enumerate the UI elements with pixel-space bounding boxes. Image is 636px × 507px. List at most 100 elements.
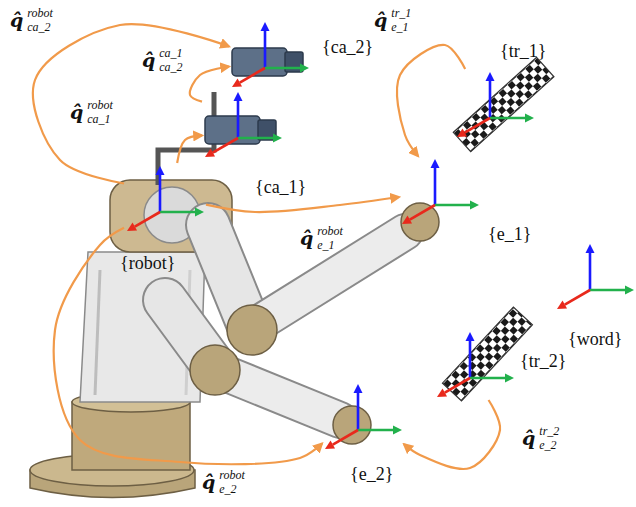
elbow-joint [190, 345, 240, 395]
subscript: ca_2 [159, 61, 182, 75]
x-axis-head [557, 301, 567, 309]
y-axis [160, 211, 195, 214]
y-axis-head [300, 64, 309, 73]
transform-symbol: q̂ [300, 229, 313, 248]
coordinate-frame: {word} [554, 241, 636, 312]
x-axis-head [325, 441, 335, 449]
transform-symbol: q̂ [70, 103, 83, 122]
z-axis [434, 168, 437, 205]
frame-axes [124, 163, 206, 234]
z-axis [237, 101, 240, 138]
y-axis-head [393, 426, 402, 435]
coordinate-frame: {ca_2} [229, 19, 311, 90]
superscript: tr_1 [391, 7, 411, 21]
x-axis-head [437, 389, 447, 397]
z-axis-head [586, 244, 595, 253]
axes-group [232, 22, 309, 87]
z-axis-head [156, 166, 165, 175]
superscript: robot [87, 99, 113, 113]
axes-group [402, 159, 479, 224]
torso-shading [95, 270, 100, 395]
superscript: ca_1 [159, 47, 182, 61]
x-axis [445, 378, 470, 393]
x-axis-head [127, 223, 137, 231]
axes-group [205, 92, 282, 157]
y-axis [358, 429, 393, 432]
transform-label: q̂ robot ca_2 [8, 6, 55, 36]
frame-label: {word} [568, 330, 622, 350]
checkerboard [442, 307, 532, 401]
y-axis [490, 117, 525, 120]
axes-group [457, 72, 534, 137]
y-axis-head [195, 208, 204, 217]
transform-arrow [54, 228, 322, 464]
z-axis [264, 31, 267, 68]
z-axis-head [486, 72, 495, 81]
frame-indices: tr_2 e_2 [539, 425, 559, 453]
z-axis-head [261, 22, 270, 31]
frame-indices: robot ca_2 [27, 7, 53, 35]
x-axis-head [232, 79, 242, 87]
transform-symbol: q̂ [522, 429, 535, 448]
x-axis [565, 290, 590, 305]
coordinate-frame: {e_1} [399, 156, 481, 227]
y-axis-head [470, 201, 479, 210]
y-axis-head [625, 286, 634, 295]
subscript: e_2 [539, 439, 559, 453]
transform-arrow [397, 45, 465, 156]
frame-label: {tr_1} [500, 42, 546, 62]
frame-axes [202, 89, 284, 160]
y-axis [435, 204, 470, 207]
wrist-joint [401, 203, 439, 241]
x-axis [333, 430, 358, 445]
calibration-board [442, 307, 532, 401]
frame-axes [229, 19, 311, 90]
z-axis [357, 393, 360, 430]
frame-indices: robot e_2 [219, 469, 245, 497]
frame-axes [554, 241, 636, 312]
z-axis-head [234, 92, 243, 101]
forearm [222, 372, 340, 420]
transform-arrow [206, 197, 399, 212]
frame-axes [434, 329, 516, 400]
frame-axes [454, 69, 536, 140]
transform-symbol: q̂ [10, 11, 23, 30]
axes-group [325, 384, 402, 449]
z-axis [159, 175, 162, 212]
frame-indices: robot ca_1 [87, 99, 113, 127]
transform-label: q̂ robot e_2 [200, 468, 247, 498]
frame-label: {e_1} [488, 225, 531, 245]
frame-indices: robot e_1 [317, 225, 343, 253]
frame-axes [399, 156, 481, 227]
x-axis [135, 212, 160, 227]
frame-label: {ca_1} [255, 178, 306, 198]
forearm [256, 232, 405, 325]
transform-label: q̂ tr_2 e_2 [520, 424, 561, 454]
z-axis-head [354, 384, 363, 393]
frame-label: {ca_2} [322, 38, 373, 58]
subscript: e_2 [219, 483, 245, 497]
transform-label: q̂ ca_1 ca_2 [140, 46, 185, 76]
transform-symbol: q̂ [374, 11, 387, 30]
checkerboard [453, 57, 554, 151]
z-axis [589, 253, 592, 290]
z-axis [469, 341, 472, 378]
x-axis [410, 205, 435, 220]
superscript: tr_2 [539, 425, 559, 439]
y-axis-head [525, 114, 534, 123]
x-axis [213, 138, 238, 153]
z-axis [489, 81, 492, 118]
superscript: robot [219, 469, 245, 483]
transform-symbol: q̂ [142, 51, 155, 70]
axes-group [127, 166, 204, 231]
calibration-board [453, 57, 554, 151]
transform-label: q̂ robot e_1 [298, 224, 345, 254]
coordinate-frame: {robot} [124, 163, 206, 234]
coordinate-frame: {tr_2} [434, 329, 516, 400]
frame-label: {robot} [120, 254, 175, 274]
coordinate-frame: {e_2} [322, 381, 404, 452]
y-axis [238, 137, 273, 140]
frame-indices: tr_1 e_1 [391, 7, 411, 35]
forearm-outline [256, 232, 405, 325]
